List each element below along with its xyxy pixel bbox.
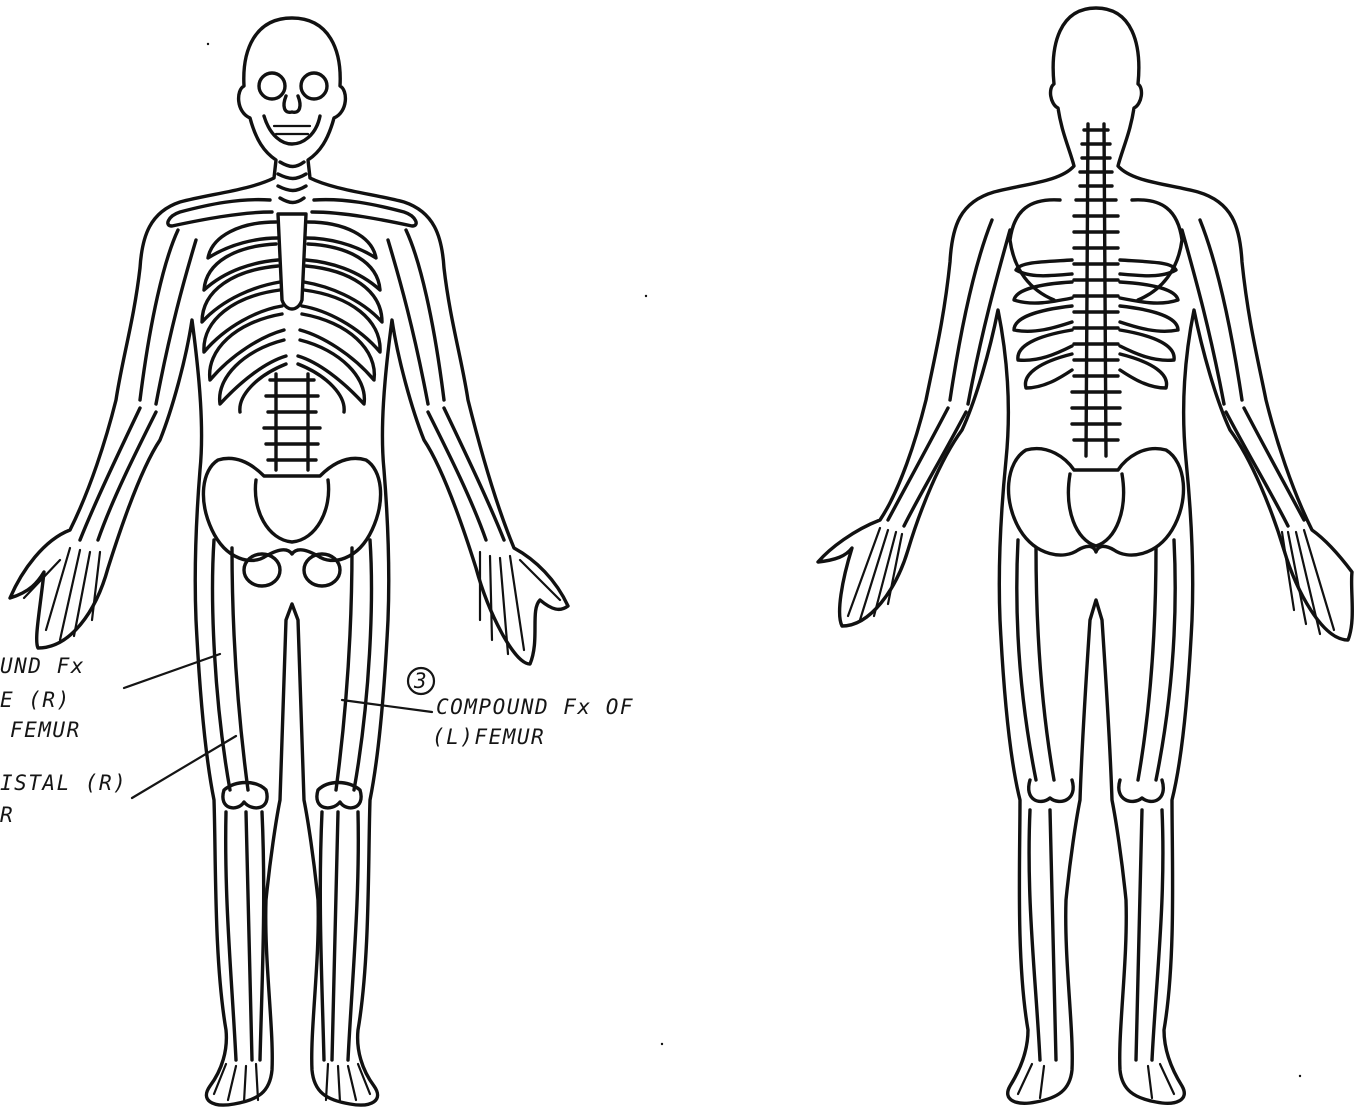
annotation-left-2-leader xyxy=(132,736,236,798)
annotation-right-line1: COMPOUND Fx OF xyxy=(436,695,634,719)
front-femur-right xyxy=(336,540,371,790)
front-tibia-right xyxy=(320,812,358,1060)
back-tibia-left xyxy=(1029,810,1056,1060)
front-hand-right xyxy=(480,552,560,654)
annotation-left-2-line2: R xyxy=(0,803,14,827)
front-forearm-left xyxy=(80,408,156,540)
front-sternum xyxy=(278,214,306,309)
front-jaw xyxy=(264,116,320,144)
annotation-left-1-leader xyxy=(124,654,220,688)
front-tibia-left xyxy=(226,812,264,1060)
back-skeleton-figure xyxy=(818,8,1352,1103)
front-cervical-spine xyxy=(278,162,306,203)
annotation-left-1-line1: UND Fx xyxy=(0,654,85,678)
annotation-left-1-line2: E (R) xyxy=(0,688,71,712)
paper-speck xyxy=(1299,1075,1301,1077)
front-knee-left xyxy=(223,783,267,808)
back-femur-left xyxy=(1017,540,1054,780)
back-hand-right xyxy=(1282,530,1334,634)
back-hand-left xyxy=(848,528,902,620)
front-lumbar-spine xyxy=(264,374,320,470)
annotation-left-1: UND Fx E (R) FEMUR xyxy=(0,654,220,742)
back-pelvis xyxy=(1009,449,1184,555)
back-foot-right xyxy=(1148,1064,1174,1098)
front-pelvis xyxy=(203,458,380,560)
front-knee-right xyxy=(317,783,361,808)
front-rib-cage xyxy=(202,222,382,412)
back-sacrum xyxy=(1068,474,1123,546)
paper-speck xyxy=(207,43,209,45)
back-foot-left xyxy=(1018,1064,1044,1098)
paper-speck xyxy=(645,295,647,297)
front-eye-socket-left xyxy=(259,73,285,99)
back-knee-left xyxy=(1029,780,1074,801)
paper-speck xyxy=(661,1043,663,1045)
back-spine xyxy=(1072,124,1120,456)
front-femur-left xyxy=(213,540,248,790)
front-body-outline xyxy=(10,18,568,1105)
front-skeleton-figure xyxy=(10,18,568,1105)
front-humerus-right xyxy=(388,230,444,404)
annotation-left-2-line1: ISTAL (R) xyxy=(0,771,127,795)
annotation-right-leader xyxy=(342,700,432,712)
back-tibia-right xyxy=(1136,810,1163,1060)
annotation-right-line2: (L)FEMUR xyxy=(432,725,545,749)
back-forearm-right xyxy=(1226,408,1304,526)
front-humerus-left xyxy=(140,230,196,404)
back-forearm-left xyxy=(888,408,966,526)
annotation-left-1-line3: FEMUR xyxy=(10,718,81,742)
back-femur-right xyxy=(1138,540,1175,780)
front-eye-socket-right xyxy=(301,73,327,99)
front-teeth xyxy=(274,126,310,134)
front-hand-left xyxy=(24,548,100,640)
front-forearm-right xyxy=(428,408,504,540)
front-nose xyxy=(284,96,300,112)
annotation-left-2: ISTAL (R) R xyxy=(0,736,236,827)
back-knee-right xyxy=(1119,780,1164,801)
annotation-right-number: 3 xyxy=(413,669,428,693)
front-sacrum xyxy=(255,480,328,542)
